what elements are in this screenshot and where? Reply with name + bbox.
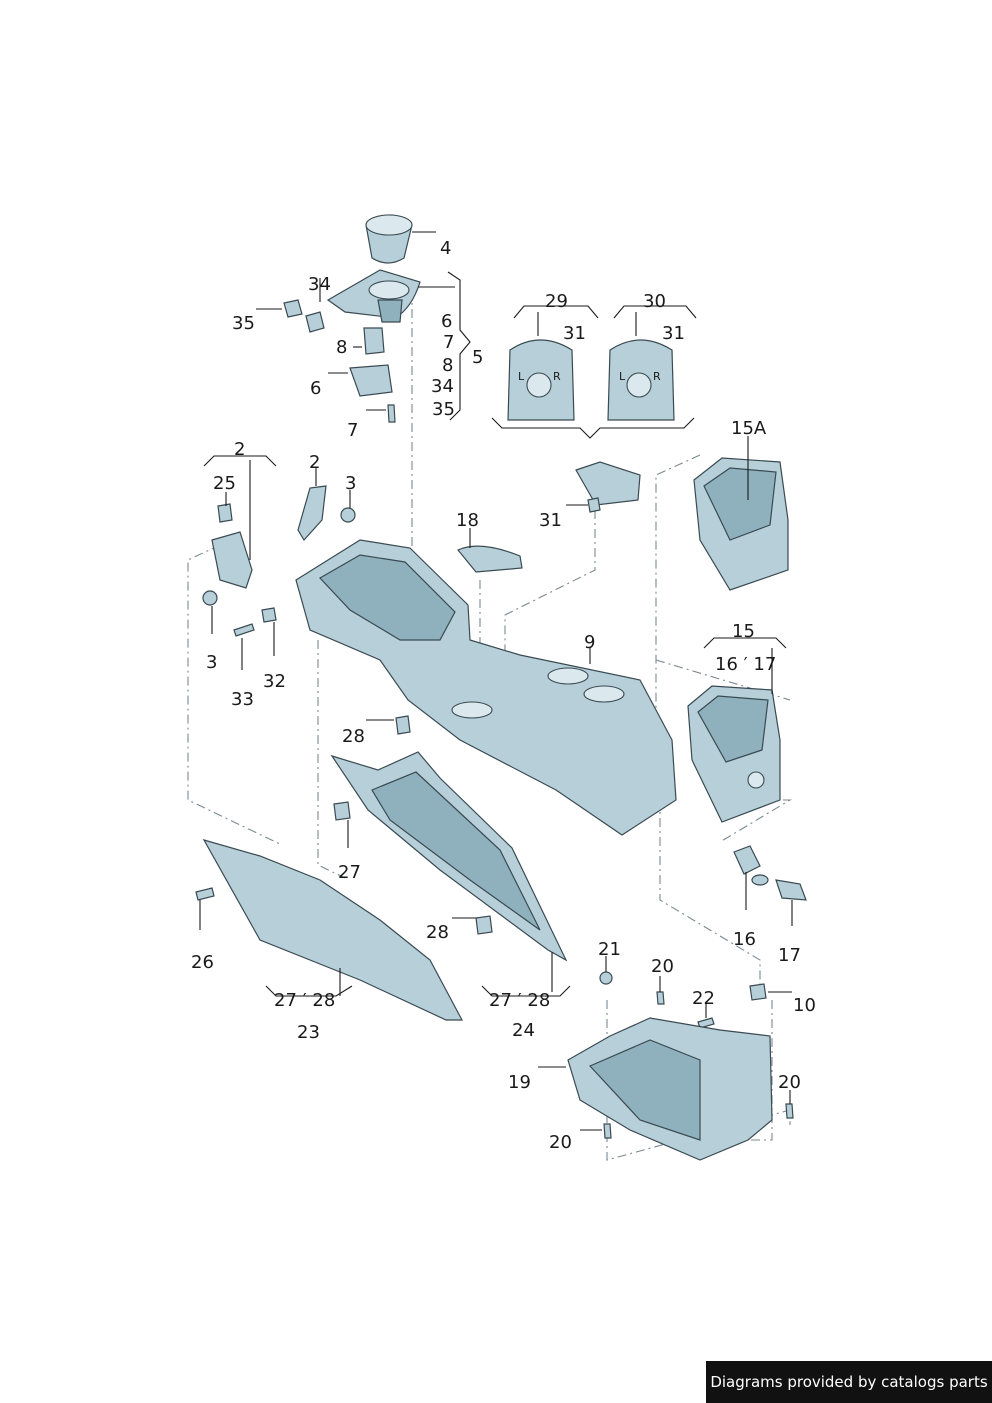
callout-19: 19: [508, 1072, 531, 1093]
part-28-clip-upper: [395, 715, 411, 735]
part-3-nut-upper: [340, 507, 356, 523]
part-20-screw-a: [656, 991, 665, 1005]
part-32-clip: [261, 607, 277, 623]
part-7-screw-small: [387, 404, 396, 423]
part-16-socket: [733, 845, 769, 886]
callout-8-group: 8: [442, 355, 453, 376]
part-20-screw-c: [785, 1103, 794, 1119]
part-31-bracket: [575, 461, 641, 513]
part-25-clip: [217, 503, 233, 523]
part-35-clip-left: [283, 299, 303, 318]
callout-22: 22: [692, 988, 715, 1009]
callout-6-group: 6: [441, 311, 452, 332]
callout-31-b: 31: [662, 323, 685, 344]
part-9-center-console: [295, 539, 677, 836]
part-19-bracket-base: [567, 1017, 773, 1161]
callout-20-b: 20: [549, 1132, 572, 1153]
callout-5: 5: [472, 347, 483, 368]
part-21-nut: [599, 971, 613, 985]
callout-27: 27: [338, 862, 361, 883]
callout-26: 26: [191, 952, 214, 973]
callout-2-upper: 2: [309, 452, 320, 473]
part-10-clip: [749, 983, 767, 1001]
part-28-clip-lower: [475, 915, 493, 935]
callout-6: 6: [310, 378, 321, 399]
callout-15A: 15A: [731, 418, 767, 439]
part-2-bracket-left: [211, 531, 253, 589]
part-23-side-trim-left: [202, 839, 463, 1021]
callout-3-lower: 3: [206, 652, 217, 673]
callout-16-17: 16 ′ 17: [715, 654, 776, 675]
part-4-insert-cup: [365, 214, 413, 264]
part-30-switch-panel: L R: [607, 339, 675, 421]
callout-21: 21: [598, 939, 621, 960]
part-6-bracket-small: [349, 364, 393, 397]
part-15A-storage-tray: [693, 457, 789, 591]
part-18-cover: [457, 545, 523, 573]
part-3-nut-lower: [202, 590, 218, 606]
part-34-clip: [305, 311, 325, 333]
part-2-bracket-upper: [297, 485, 327, 542]
footer-credit-text: Diagrams provided by catalogs parts: [710, 1373, 988, 1391]
callout-35-left: 35: [232, 313, 255, 334]
part-27-clip: [333, 801, 351, 821]
callout-15: 15: [732, 621, 755, 642]
callout-23: 23: [297, 1022, 320, 1043]
part-5-ashtray-frame: [326, 269, 421, 323]
callout-28-upper: 28: [342, 726, 365, 747]
leader-lines: [199, 231, 793, 1131]
part-20-screw-b: [603, 1123, 612, 1139]
callout-34-upper: 34: [308, 274, 331, 295]
callout-16: 16: [733, 929, 756, 950]
callout-labels: 4 34 35 6 7 8 34 35 5 8 6 7 29 31 30 31 …: [191, 238, 816, 1153]
part-17-lighter: [775, 879, 807, 901]
callout-20-a: 20: [651, 956, 674, 977]
callout-18: 18: [456, 510, 479, 531]
part-33-screw: [233, 623, 255, 637]
callout-28-lower: 28: [426, 922, 449, 943]
switch-l-letter: L: [518, 370, 525, 383]
switch-r-letter: R: [553, 370, 561, 383]
callout-33: 33: [231, 689, 254, 710]
callout-3-upper: 3: [345, 473, 356, 494]
callout-17: 17: [778, 945, 801, 966]
callout-32: 32: [263, 671, 286, 692]
callout-27-28-right: 27 ′ 28: [489, 990, 550, 1011]
callout-4: 4: [440, 238, 451, 259]
part-29-switch-panel: L R: [507, 339, 575, 421]
part-8-bulb-holder: [363, 327, 385, 355]
callout-24: 24: [512, 1020, 535, 1041]
part-15-storage-tray: [687, 685, 781, 823]
callout-7-group: 7: [443, 332, 454, 353]
switch-r-letter-2: R: [653, 370, 661, 383]
callout-29: 29: [545, 291, 568, 312]
callout-34-group: 34: [431, 376, 454, 397]
callout-2-left: 2: [234, 439, 245, 460]
footer-credit-badge: Diagrams provided by catalogs parts: [706, 1361, 992, 1403]
callout-7: 7: [347, 420, 358, 441]
callout-25: 25: [213, 473, 236, 494]
part-24-side-trim-right: [330, 751, 568, 962]
callout-35-group: 35: [432, 399, 455, 420]
callout-30: 30: [643, 291, 666, 312]
callout-20-c: 20: [778, 1072, 801, 1093]
callout-10: 10: [793, 995, 816, 1016]
callout-31-c: 31: [539, 510, 562, 531]
callout-27-28-left: 27 ′ 28: [274, 990, 335, 1011]
callout-31-a: 31: [563, 323, 586, 344]
switch-l-letter-2: L: [619, 370, 626, 383]
part-26-screw: [195, 887, 215, 901]
callout-8: 8: [336, 337, 347, 358]
callout-9: 9: [584, 632, 595, 653]
